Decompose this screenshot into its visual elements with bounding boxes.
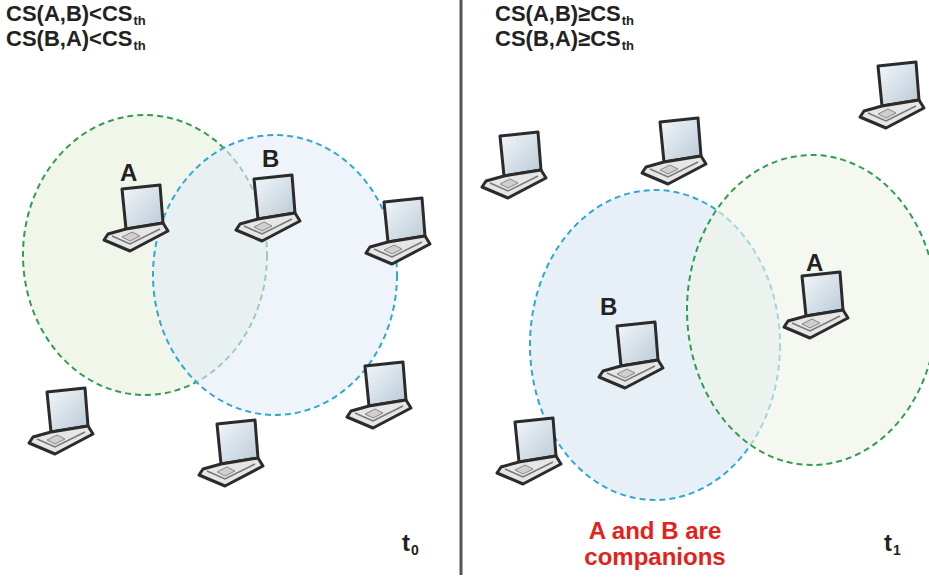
subscript: th xyxy=(622,14,634,28)
laptop-icon xyxy=(104,185,168,251)
laptop-icon xyxy=(199,420,263,486)
laptop-icon xyxy=(347,362,411,428)
node-label: B xyxy=(600,294,617,320)
laptop-icon xyxy=(599,322,663,388)
laptop-icon xyxy=(642,118,706,184)
laptop-icon xyxy=(236,175,300,241)
condition-text: CS(B,A)<CS xyxy=(6,27,133,51)
time-label: t xyxy=(402,530,410,556)
laptop-icon xyxy=(497,418,561,484)
condition-text: CS(B,A)≥CS xyxy=(495,27,621,51)
panel-divider xyxy=(460,0,463,575)
subscript: 1 xyxy=(893,543,901,558)
laptop-icon xyxy=(366,198,430,264)
subscript: 0 xyxy=(411,543,419,558)
subscript: th xyxy=(134,14,146,28)
laptop-icon xyxy=(860,62,924,128)
node-label: A xyxy=(120,160,137,186)
node-label: B xyxy=(262,146,279,172)
subscript: th xyxy=(622,39,634,53)
range-circle xyxy=(687,155,929,465)
node-label: A xyxy=(806,250,823,276)
status-note: A and B are companions xyxy=(545,518,765,571)
condition-text: CS(A,B)<CS xyxy=(6,2,133,26)
time-label: t xyxy=(884,530,892,556)
laptop-icon xyxy=(29,388,93,454)
condition-text: CS(A,B)≥CS xyxy=(495,2,621,26)
laptop-icon xyxy=(784,272,848,338)
laptop-icon xyxy=(482,132,546,198)
subscript: th xyxy=(134,39,146,53)
range-circle xyxy=(153,135,397,415)
